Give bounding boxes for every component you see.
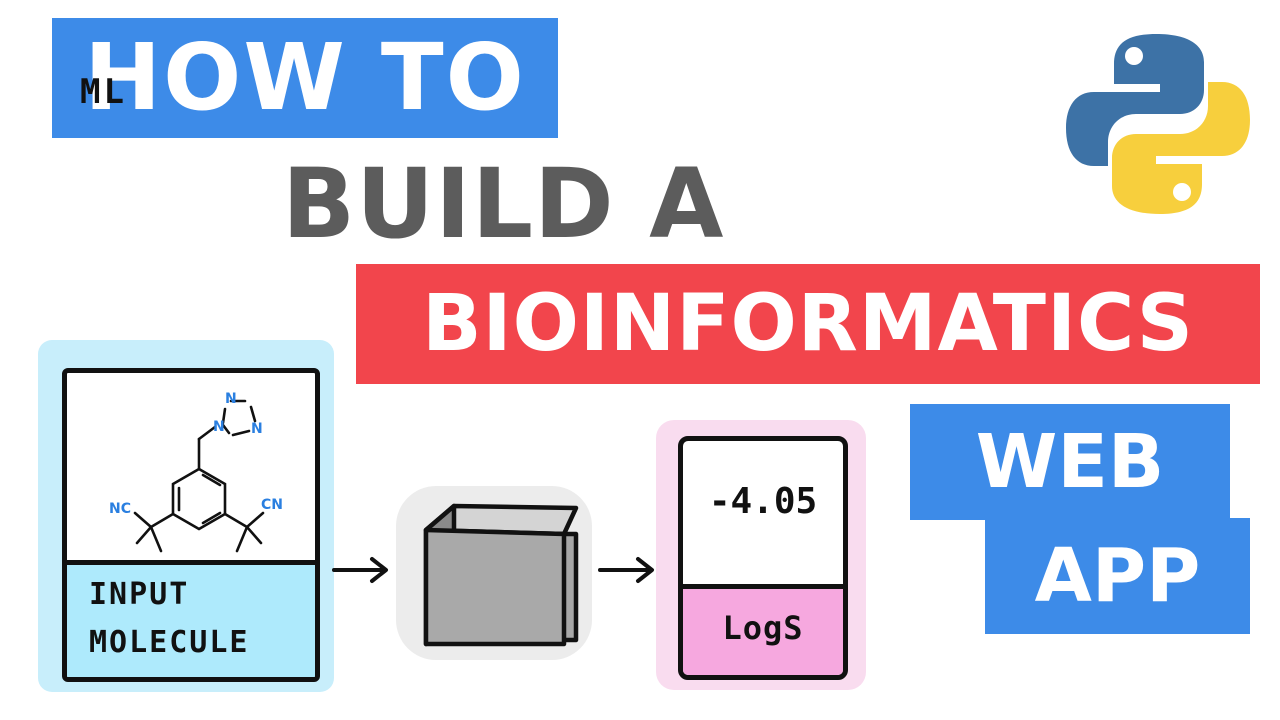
- ml-model-cube-icon: [396, 486, 592, 660]
- title-line-web: WEB: [975, 419, 1165, 505]
- atom-label-nc: NC: [109, 501, 131, 517]
- predicted-value: -4.05: [708, 481, 818, 522]
- bioinformatics-banner: BIOINFORMATICS: [356, 264, 1260, 384]
- input-label-line-1: INPUT: [89, 577, 190, 612]
- molecule-structure-icon: N N N NC CN: [109, 391, 283, 553]
- output-card-frame: -4.05 LogS: [678, 436, 848, 680]
- title-line-bioinformatics: BIOINFORMATICS: [422, 279, 1194, 369]
- atom-label-cn: CN: [261, 497, 283, 513]
- arrow-right-icon: [598, 557, 654, 583]
- how-to-banner: HOW TO: [52, 18, 558, 138]
- title-line-build-a: BUILD A: [282, 148, 725, 260]
- python-logo-icon: [1066, 34, 1250, 214]
- arrow-right-icon: [332, 557, 388, 583]
- output-card-label-area: LogS: [683, 584, 843, 675]
- title-line-app: APP: [1034, 533, 1201, 619]
- ml-label-wrap: ML: [80, 72, 170, 126]
- output-logs-card: -4.05 LogS: [656, 420, 866, 690]
- input-molecule-card: N N N NC CN INPUT MOLECULE: [38, 340, 334, 692]
- logs-label: LogS: [722, 609, 804, 647]
- web-banner: WEB: [910, 404, 1230, 520]
- title-line-how-to: HOW TO: [84, 24, 526, 131]
- app-banner: APP: [985, 518, 1250, 634]
- python-logo-blue-snake: [1066, 34, 1204, 166]
- atom-label-n-left: N: [213, 419, 225, 435]
- atom-label-n-right: N: [251, 421, 263, 437]
- atom-label-n-top: N: [225, 391, 237, 407]
- python-logo-yellow-snake: [1112, 82, 1250, 214]
- input-card-frame: N N N NC CN INPUT MOLECULE: [62, 368, 320, 682]
- input-label-line-2: MOLECULE: [89, 625, 250, 660]
- input-card-label-area: INPUT MOLECULE: [67, 560, 315, 677]
- ml-label: ML: [80, 72, 127, 112]
